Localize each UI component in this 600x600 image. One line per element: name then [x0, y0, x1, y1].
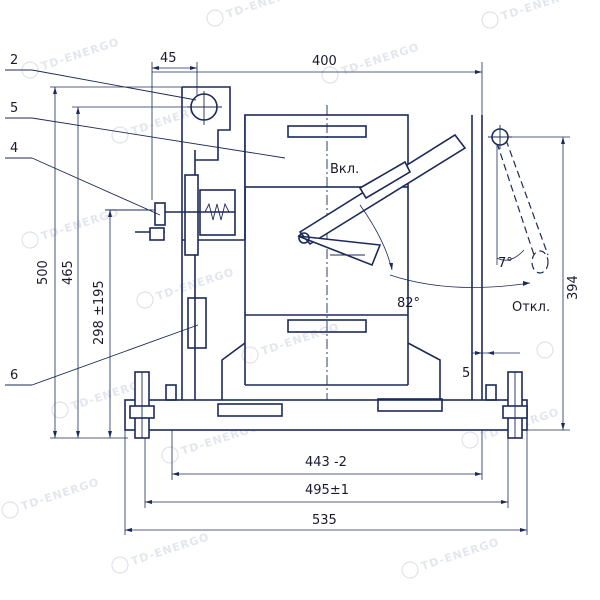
dim-443-text: 443 -2	[305, 455, 347, 470]
watermark-logo-icon	[1, 501, 19, 519]
left-dimensions: 500 465 298 ±195	[36, 86, 200, 439]
lever-pivot	[488, 125, 512, 149]
lever-on-grip	[358, 160, 412, 200]
callout-4: 4	[5, 141, 161, 216]
dim-500-text: 500	[36, 260, 51, 285]
watermark-logo-icon	[136, 291, 154, 309]
watermark-logo-icon	[206, 9, 224, 27]
base-plate	[124, 371, 528, 439]
angle-82-text: 82°	[397, 296, 420, 311]
top-bracket	[181, 86, 231, 240]
spring-nut	[154, 202, 166, 226]
watermark-logo-icon	[461, 431, 479, 449]
watermark-text: TD-ENERGO	[20, 475, 102, 513]
dim-495-text: 495±1	[305, 483, 349, 498]
watermark-text: TD-ENERGO	[225, 0, 307, 21]
main-frame	[181, 114, 483, 400]
spring-mechanism	[105, 174, 236, 256]
upper-housing	[244, 114, 409, 188]
callout-2: 2	[5, 53, 197, 101]
watermark-logo-icon	[321, 66, 339, 84]
watermark-logo-icon	[21, 61, 39, 79]
label-on: Вкл.	[330, 162, 359, 177]
label-off: Откл.	[512, 300, 550, 315]
callout-4-number: 4	[10, 141, 18, 156]
dim-45-text: 45	[160, 51, 177, 66]
base-frame	[124, 399, 528, 431]
callout-5: 5	[5, 101, 286, 159]
spring-flange	[184, 174, 199, 256]
dim-400-text: 400	[312, 54, 337, 69]
callout-6-number: 6	[10, 368, 18, 383]
angle-7-text: 7°	[498, 256, 513, 271]
watermark-logo-icon	[51, 401, 69, 419]
left-boss	[165, 384, 177, 401]
watermark-text: TD-ENERGO	[130, 530, 212, 568]
top-dimensions: 45 400	[151, 51, 483, 200]
watermark-text: TD-ENERGO	[500, 0, 582, 23]
callout-2-number: 2	[10, 53, 18, 68]
dim-394-text: 394	[566, 275, 581, 300]
lever-on	[297, 133, 467, 267]
lever-on-base	[297, 235, 382, 267]
callout-5-number: 5	[10, 101, 18, 116]
watermark-logo-icon	[536, 341, 554, 359]
watermark-logo-icon	[21, 231, 39, 249]
dim-5-text: 5	[462, 366, 470, 381]
left-window	[187, 297, 207, 349]
watermark-logo-icon	[241, 346, 259, 364]
lever-off	[496, 139, 549, 274]
dim-298-text: 298 ±195	[92, 280, 107, 345]
watermark-logo-icon	[481, 11, 499, 29]
callout-6: 6	[5, 324, 199, 386]
watermark-logo-icon	[401, 561, 419, 579]
base-slot-left	[217, 403, 283, 417]
watermark-text: TD-ENERGO	[40, 35, 122, 73]
spring-screw-head	[149, 227, 165, 241]
right-boss	[485, 384, 497, 401]
angle-arc: 82° 7°	[359, 204, 531, 311]
watermark-logo-icon	[161, 446, 179, 464]
watermark-logo-icon	[111, 126, 129, 144]
watermark-text: TD-ENERGO	[260, 320, 342, 358]
base-slot-right	[377, 398, 443, 412]
watermark-text: TD-ENERGO	[420, 535, 502, 573]
dim-535-text: 535	[312, 513, 337, 528]
bottom-dimensions: 443 -2 495±1 535	[124, 430, 528, 535]
dim-465-text: 465	[61, 260, 76, 285]
watermark-text: TD-ENERGO	[40, 205, 122, 243]
watermark-logo-icon	[111, 556, 129, 574]
lower-slot	[287, 319, 367, 333]
